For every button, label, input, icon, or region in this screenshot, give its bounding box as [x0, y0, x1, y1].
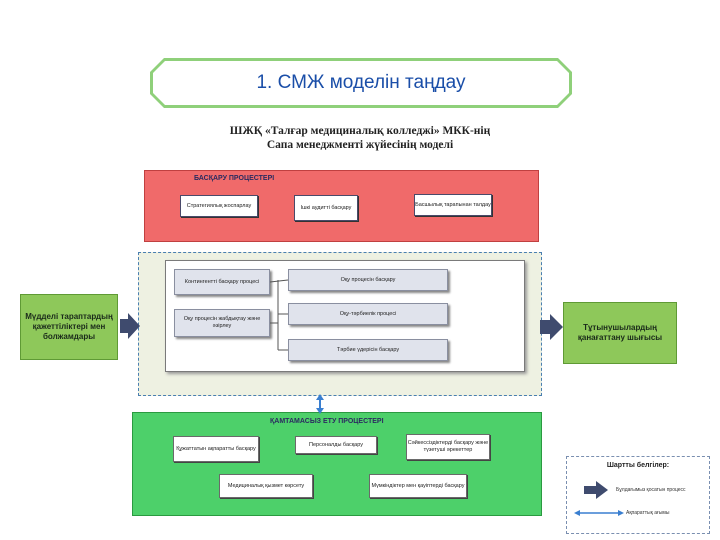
legend-information-flow-icon — [574, 510, 624, 516]
support-processes-section — [132, 412, 542, 516]
support-box-medical-service: Медициналық қызмет көрсету — [219, 474, 313, 498]
core-box-educational-process: Оқу процесін басқару — [288, 269, 448, 291]
model-title-line2: Сапа менеджменті жүйесінің моделі — [266, 139, 454, 151]
core-connectors — [269, 279, 289, 351]
model-title-line1: ШЖҚ «Талғар медициналық колледжі» МКК-ні… — [229, 125, 491, 137]
support-box-documented-info: Құжаттатын ақпаратты басқару — [173, 436, 259, 462]
core-box-upbringing-management: Тәрбие үдерісін басқару — [288, 339, 448, 361]
legend-label-process: Бұлдағымыз қосатын процесс — [616, 487, 686, 493]
slide-title: 1. СМЖ моделін таңдау — [153, 61, 569, 105]
input-stakeholder-needs-box: Мүдделі тараптардың қажеттіліктері мен б… — [20, 294, 118, 360]
management-processes-label: БАСҚАРУ ПРОЦЕСТЕРІ — [194, 175, 275, 182]
support-processes-label: ҚАМТАМАСЫЗ ЕТУ ПРОЦЕСТЕРІ — [270, 418, 384, 425]
support-box-risks-opportunities: Мүмкіндіктер мен қауіптерді басқару — [369, 474, 467, 498]
management-box-internal-audit: Ішкі аудитті басқару — [294, 195, 358, 221]
management-box-management-review: Басшылық тарапынан талдау — [414, 194, 492, 216]
support-box-nonconformity: Сәйкессіздіктерді басқару және түзетуші … — [406, 434, 490, 460]
output-customer-satisfaction-box: Тұтынушылардың қанағаттану шығысы — [563, 302, 677, 364]
core-box-contingent-management: Контингентті басқару процесі — [174, 269, 270, 295]
core-box-educational-upbringing: Оқу-тәрбиелік процесі — [288, 303, 448, 325]
input-arrow — [120, 313, 140, 339]
legend-label-information-flow: Ақпараттық ағымы — [626, 510, 670, 516]
support-box-personnel: Персоналды басқару — [295, 436, 377, 454]
legend-title: Шартты белгілер: — [606, 462, 670, 469]
legend — [566, 456, 710, 534]
legend-process-arrow-icon — [584, 481, 608, 499]
output-arrow — [540, 314, 563, 340]
core-support-double-arrow — [316, 394, 324, 414]
core-box-process-equipment: Оқу процесін жабдықтау және әзірлеу — [174, 309, 270, 337]
model-title: ШЖҚ «Талғар медициналық колледжі» МКК-ні… — [150, 124, 570, 152]
management-box-strategic-planning: Стратегиялық жоспарлау — [180, 195, 258, 217]
